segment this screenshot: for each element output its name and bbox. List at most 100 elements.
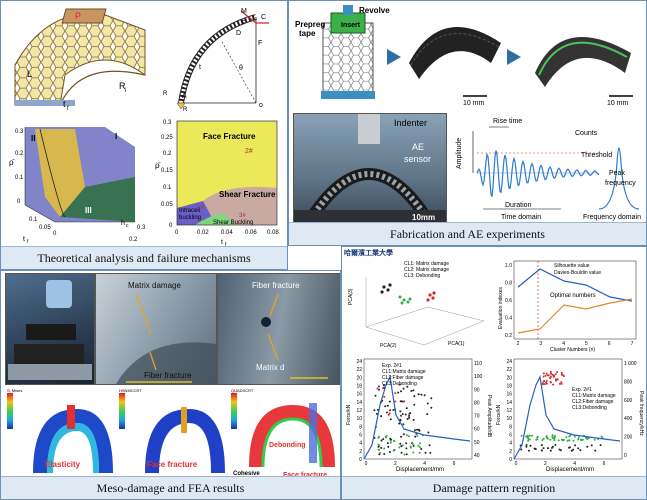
freq-y-tick-10: 4 [509, 441, 512, 447]
freq-matrix-point [547, 374, 549, 377]
zaxis-label: ρ̄ [9, 158, 16, 167]
insert-label: Insert [341, 22, 361, 29]
freq-matrix-point [550, 372, 553, 375]
freq-fiber-point [551, 435, 554, 438]
amp-y2-tick-5: 60 [474, 427, 480, 433]
scale-label-3: 10mm [412, 213, 435, 222]
duration-label: Duration [505, 202, 532, 209]
amp-matrix-point [412, 444, 415, 447]
freq-fiber-point [586, 438, 589, 440]
freq-matrix-point [560, 381, 563, 384]
thickness-label: t [63, 99, 66, 109]
face-fracture-label-2: Face fracture [283, 472, 327, 479]
theory-caption: Theoretical analysis and failure mechani… [1, 246, 287, 269]
freq-y2-tick-3: 400 [624, 416, 633, 422]
amp-y-tick-1: 22 [356, 367, 362, 373]
xaxis-sub: f [27, 239, 29, 245]
amp-matrix-point [430, 406, 433, 409]
amp-matrix-point [380, 446, 383, 449]
fea-face-fracture: HSNMCCRT Face fracture [119, 388, 225, 473]
amp-fiber-point [389, 439, 392, 442]
amp-matrix-point [404, 413, 407, 416]
freq-debond-point [527, 449, 530, 452]
amp-debond-point [383, 395, 386, 398]
amp-fiber-point [416, 434, 419, 437]
theta-label: θ [239, 65, 243, 72]
point-c-label: C [261, 14, 266, 21]
freq-fiber-point [549, 438, 552, 441]
freq-ylabel: Force/kN [496, 404, 502, 425]
map-y-tick-6: 0 [169, 223, 173, 229]
rise-time-label: Rise time [493, 118, 522, 125]
amp-y2-tick-1: 100 [474, 374, 483, 380]
freq-fiber-point [553, 439, 556, 442]
amp-matrix-point [385, 411, 388, 414]
freq-fiber-point [553, 436, 556, 439]
amp-fiber-point [398, 446, 401, 449]
tape-label: tape [299, 29, 316, 38]
cluster-evaluation-chart: Silhouette value Davies-Bouldin value Op… [498, 260, 637, 353]
amp-x-tick-3: 6 [453, 461, 456, 467]
amp-fiber-point [378, 444, 381, 447]
x-tick-1: 0.05 [39, 225, 51, 231]
moment-label: M [241, 8, 247, 15]
freq-y-tick-8: 8 [509, 424, 512, 430]
amp-matrix-point [383, 453, 386, 455]
freq-debond-point [574, 444, 577, 447]
freq-matrix-point [556, 378, 559, 381]
intracell-label: Intracell [179, 208, 200, 214]
amp-matrix-point [420, 393, 423, 396]
amp-y2label: Peak Amplitude/dB [486, 395, 492, 438]
freq-fiber-point [525, 435, 528, 438]
freq-debond-point [572, 448, 575, 451]
failure-map-3d: ρ̄ 0.3 0.2 0.1 0 0.1 0.05 0 t f 0.3 0.2 … [9, 127, 146, 245]
amp-matrix-point [413, 403, 416, 406]
map-y-tick-0: 0.3 [163, 120, 172, 126]
amp-matrix-point [428, 444, 431, 447]
cluster-x-tick-0: 2 [517, 341, 520, 347]
amp-matrix-point [416, 428, 418, 431]
amp-fiber-point [410, 446, 412, 449]
freq-debond-point [590, 444, 593, 447]
load-label: P [75, 11, 81, 21]
freq-xlabel: Displacement/mm [546, 467, 594, 473]
amp-matrix-point [399, 400, 402, 403]
matrix-d-label: Matrix d [256, 363, 284, 372]
amp-matrix-point [388, 400, 391, 403]
threshold-label: Threshold [581, 152, 612, 159]
freq-x-tick-0: 0 [515, 461, 518, 467]
freq-debond-point [525, 445, 528, 448]
amp-matrix-point [380, 415, 383, 418]
amp-matrix-point [420, 448, 423, 450]
amp-fiber-point [417, 444, 420, 447]
freq-matrix-point [549, 370, 552, 373]
meso-caption: Meso-damage and FEA results [1, 476, 340, 499]
freq-debond-point [558, 448, 561, 451]
amp-matrix-point [392, 409, 395, 411]
freq-y2-tick-0: 1 000 [624, 361, 637, 367]
amp-fiber-point [384, 436, 387, 439]
map-x-tick-4: 0.08 [267, 230, 279, 236]
yaxis-label: h [121, 220, 125, 227]
amp-y2-tick-0: 110 [474, 361, 482, 367]
amp-matrix-point [405, 453, 408, 456]
amp-fiber-point [412, 451, 415, 454]
amp-matrix-point [400, 390, 402, 393]
freq-debond-point [599, 444, 602, 447]
freq-debond-point [569, 446, 571, 449]
ae-label: AE [412, 142, 424, 152]
amp-matrix-point [426, 402, 429, 405]
amp-debond-point [399, 383, 402, 386]
amp-x-tick-0: 0 [365, 461, 368, 467]
amp-matrix-point [400, 414, 402, 417]
map-y-tick-1: 0.25 [161, 135, 173, 141]
freq-fiber-point [551, 434, 554, 437]
fabrication-panel: Prepreg tape Revolve Insert 10 mm 10 mm … [288, 0, 647, 246]
amp-matrix-point [389, 437, 392, 440]
amp-fiber-point [378, 448, 380, 451]
amp-matrix-point [408, 416, 411, 419]
cohesive-label: Cohesive [233, 471, 260, 477]
amp-matrix-point [374, 394, 377, 397]
amp-y2-tick-2: 90 [474, 387, 480, 393]
amp-matrix-point [382, 384, 385, 387]
